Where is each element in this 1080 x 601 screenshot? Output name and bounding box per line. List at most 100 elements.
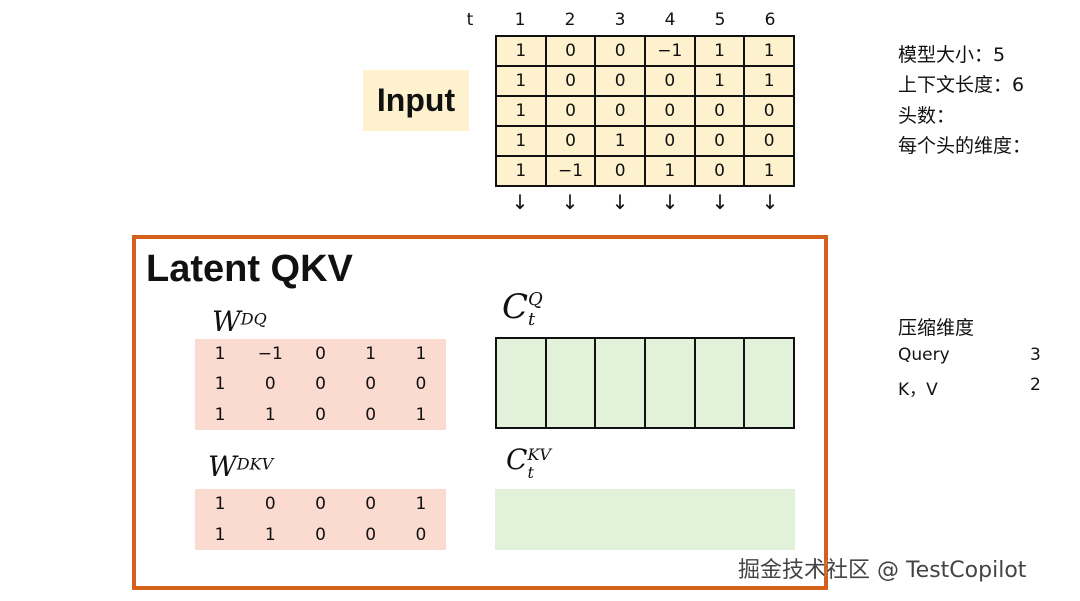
- wdq-matrix: 1 −1 0 1 1 1 0 0 0 0 1 1 0 0 1: [195, 339, 446, 430]
- latent-qkv-box: [132, 235, 828, 590]
- matrix-cell: 1: [365, 344, 377, 365]
- down-arrow-icon: ↓: [611, 190, 629, 214]
- matrix-cell: 0: [365, 404, 377, 425]
- down-arrow-icon: ↓: [711, 190, 729, 214]
- empty-cell: [596, 339, 646, 429]
- matrix-cell: 0: [596, 97, 646, 127]
- matrix-cell: −1: [646, 37, 696, 67]
- matrix-cell: 0: [315, 494, 326, 515]
- matrix-cell: 1: [214, 404, 226, 425]
- matrix-cell: 0: [365, 494, 377, 515]
- matrix-cell: 1: [415, 494, 427, 515]
- matrix-cell: 1: [596, 127, 646, 157]
- latent-title: Latent QKV: [146, 248, 353, 290]
- matrix-cell: 0: [264, 374, 276, 395]
- column-header: 3: [614, 10, 626, 30]
- cq-sup: Q: [528, 289, 543, 310]
- matrix-cell: 1: [497, 37, 547, 67]
- column-header: 4: [664, 10, 676, 30]
- column-header: 5: [714, 10, 726, 30]
- matrix-cell: 0: [695, 97, 746, 127]
- matrix-cell: 0: [596, 67, 646, 97]
- time-axis-label: t: [466, 10, 474, 30]
- wdkv-label: WDKV: [208, 450, 273, 483]
- matrix-cell: 0: [315, 524, 326, 545]
- matrix-cell: 1: [497, 127, 547, 157]
- compression-kv-label: K，V: [898, 380, 938, 400]
- column-header: 2: [564, 10, 576, 30]
- matrix-cell: 1: [264, 404, 276, 425]
- model-size-text: 模型大小：5: [898, 44, 1006, 66]
- matrix-cell: 1: [497, 157, 547, 187]
- matrix-cell: 1: [214, 524, 226, 545]
- matrix-cell: 0: [365, 374, 377, 395]
- compression-query-value: 3: [1030, 345, 1041, 365]
- matrix-cell: 1: [214, 374, 226, 395]
- matrix-cell: 0: [745, 97, 795, 127]
- matrix-cell: 0: [415, 524, 427, 545]
- matrix-cell: 1: [695, 37, 746, 67]
- compression-title: 压缩维度: [898, 317, 975, 339]
- down-arrow-icon: ↓: [761, 190, 779, 214]
- empty-cell: [546, 339, 597, 429]
- matrix-cell: 0: [315, 404, 326, 425]
- matrix-cell: 0: [365, 524, 377, 545]
- down-arrow-icon: ↓: [661, 190, 679, 214]
- matrix-cell: 0: [546, 37, 597, 67]
- matrix-cell: 1: [745, 67, 795, 97]
- matrix-cell: 0: [546, 97, 597, 127]
- context-length-text: 上下文长度：6: [898, 74, 1025, 96]
- matrix-cell: 0: [546, 67, 597, 97]
- ckv-sup: KV: [527, 445, 551, 464]
- wdq-sup: DQ: [240, 309, 267, 329]
- wdkv-base: W: [208, 450, 237, 483]
- matrix-cell: 1: [415, 344, 427, 365]
- matrix-cell: 0: [415, 374, 427, 395]
- compression-kv-value: 2: [1030, 375, 1041, 395]
- matrix-cell: 0: [646, 67, 696, 97]
- empty-cell: [497, 339, 547, 429]
- head-dim-text: 每个头的维度：: [898, 135, 1032, 157]
- matrix-cell: 0: [646, 97, 696, 127]
- wdkv-sup: DKV: [236, 454, 274, 474]
- ckv-sub: t: [527, 462, 534, 482]
- matrix-cell: 0: [646, 127, 696, 157]
- matrix-cell: 0: [315, 374, 326, 395]
- matrix-cell: 0: [695, 127, 746, 157]
- matrix-cell: −1: [257, 344, 283, 365]
- matrix-cell: 0: [596, 157, 646, 187]
- matrix-cell: 1: [646, 157, 696, 187]
- wdq-label: WDQ: [212, 305, 267, 338]
- matrix-cell: 1: [745, 37, 795, 67]
- matrix-cell: 1: [745, 157, 795, 187]
- matrix-cell: 0: [264, 494, 276, 515]
- matrix-cell: −1: [546, 157, 597, 187]
- matrix-cell: 0: [315, 344, 326, 365]
- matrix-cell: 1: [415, 404, 427, 425]
- matrix-cell: 0: [546, 127, 597, 157]
- wdq-base: W: [212, 305, 241, 338]
- cq-matrix: [495, 337, 795, 429]
- ckv-matrix: [495, 489, 795, 550]
- matrix-cell: 0: [695, 157, 746, 187]
- watermark: 掘金技术社区 @ TestCopilot: [738, 558, 1027, 583]
- matrix-cell: 1: [695, 67, 746, 97]
- cq-base: C: [502, 287, 529, 327]
- matrix-cell: 1: [497, 67, 547, 97]
- matrix-cell: 0: [596, 37, 646, 67]
- empty-cell: [646, 339, 696, 429]
- matrix-cell: 1: [497, 97, 547, 127]
- matrix-cell: 1: [214, 344, 226, 365]
- empty-cell: [745, 339, 795, 429]
- column-header: 1: [514, 10, 526, 30]
- matrix-cell: 1: [214, 494, 226, 515]
- compression-query-label: Query: [898, 345, 950, 365]
- down-arrow-icon: ↓: [511, 190, 529, 214]
- column-header: 6: [764, 10, 776, 30]
- input-label: Input: [363, 70, 469, 131]
- cq-sub: t: [528, 308, 536, 330]
- ckv-base: C: [506, 443, 528, 476]
